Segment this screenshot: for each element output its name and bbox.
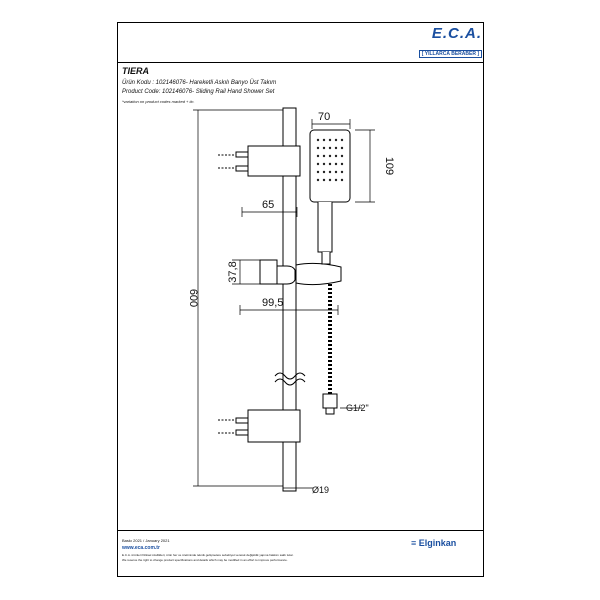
logo-mark: E.C.A.: [431, 25, 482, 42]
variation-note: *variation on product codes marked + tic…: [122, 99, 195, 104]
rail-break-top: [274, 372, 306, 380]
dim-line-600: [193, 109, 283, 487]
footer-disclaimer-tr: E.C.A. ürünleri fiziksel özellikleri, ür…: [122, 553, 294, 557]
technical-drawing: 70 109 65 37,8 99,5 600 G1/2" Ø19: [187, 107, 395, 495]
slider-knob: [259, 259, 278, 285]
footer-divider: [118, 530, 483, 531]
dim-99-5: 99,5: [262, 297, 283, 309]
hose-nut: [322, 393, 338, 409]
product-title: TIERA: [122, 66, 149, 76]
eca-logo: E.C.A. [ YILLARCA BERABER ]: [402, 25, 482, 60]
dim-70: 70: [318, 111, 330, 123]
hand-shower-handle: [317, 202, 333, 253]
slide-rail: [282, 107, 297, 492]
slider-holder: [295, 262, 342, 286]
dim-19: Ø19: [312, 485, 329, 495]
bottom-wall-bracket: [247, 409, 301, 443]
header-divider: [118, 62, 483, 63]
footer-disclaimer-en: We reserve the right to change product s…: [122, 558, 288, 562]
product-code-en: Product Code: 102146076- Sliding Rail Ha…: [122, 89, 275, 95]
elginkan-logo: ≡ Elginkan: [411, 538, 457, 548]
dim-600: 600: [187, 289, 199, 307]
page-frame: [117, 22, 484, 577]
top-wall-bracket: [247, 145, 301, 177]
footer-url[interactable]: www.eca.com.tr: [122, 545, 160, 551]
dim-g12: G1/2": [346, 403, 369, 413]
dim-37-8: 37,8: [227, 261, 239, 282]
product-code-tr: Ürün Kodu : 102146076- Hareketli Askılı …: [122, 80, 277, 86]
rail-break-bottom: [274, 378, 306, 386]
dim-109: 109: [383, 157, 395, 175]
logo-slogan: [ YILLARCA BERABER ]: [418, 50, 482, 58]
dim-65: 65: [262, 199, 274, 211]
shower-nozzles: [316, 138, 344, 182]
footer-edition: Baskı 2021 / January 2021: [122, 538, 170, 543]
